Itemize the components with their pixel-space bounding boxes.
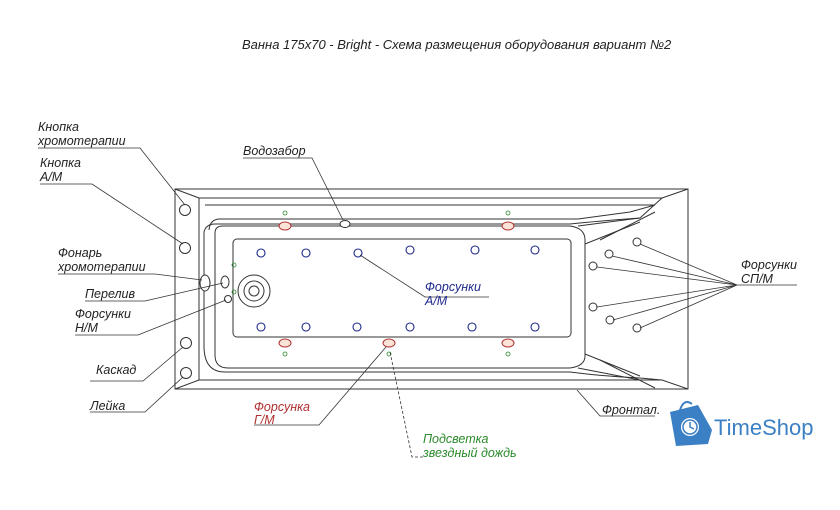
sp-jet (588, 302, 598, 312)
led-dot (282, 210, 288, 216)
label-shower: Лейка (89, 399, 125, 413)
led-dot (505, 210, 511, 216)
water-intake (339, 220, 351, 228)
sp-jet (588, 261, 598, 271)
am-jet (301, 248, 311, 258)
led-dot (505, 351, 511, 357)
chromotherapy-button (179, 204, 191, 216)
led-dot (386, 351, 392, 357)
shopping-bag-clock-icon (670, 401, 712, 446)
label-water-intake: Водозабор (243, 144, 306, 158)
gm-jet (278, 221, 292, 231)
label-am-jets: А/М (424, 294, 448, 308)
am-jets (256, 245, 540, 332)
label-chromo-button: Кнопка (38, 120, 79, 134)
am-jet (352, 322, 362, 332)
label-starlight: звездный дождь (422, 446, 517, 460)
sp-jet (604, 249, 614, 259)
brand-logo: TimeShop (670, 401, 813, 446)
nm-jet (224, 295, 232, 303)
label-am-button: А/М (39, 170, 63, 184)
led-dot (231, 289, 237, 295)
gm-jet (501, 338, 515, 348)
sp-jet (632, 323, 642, 333)
am-jet (467, 322, 477, 332)
am-jet (530, 322, 540, 332)
am-jet (256, 322, 266, 332)
am-jet (470, 245, 480, 255)
sp-jets (588, 237, 642, 333)
gm-jet (382, 338, 396, 348)
shower-head (180, 367, 192, 379)
sp-jet (605, 315, 615, 325)
label-cascade: Каскад (96, 363, 136, 377)
led-dot (231, 262, 237, 268)
label-am-button: Кнопка (40, 156, 81, 170)
gm-jet (501, 221, 515, 231)
brand-name: TimeShop (714, 415, 813, 440)
label-gm-jet: Форсунка (254, 400, 310, 414)
label-am-jets: Форсунки (425, 280, 481, 294)
am-jet (301, 322, 311, 332)
am-button (179, 242, 191, 254)
label-sp-jets: СП/М (741, 272, 774, 286)
led-dot (282, 351, 288, 357)
head-side-controls (179, 204, 237, 379)
chromotherapy-lamp (199, 274, 211, 292)
diagram-title: Ванна 175x70 - Bright - Схема размещения… (242, 37, 672, 52)
label-chromo-lamp: Фонарь (58, 246, 102, 260)
label-chromo-button: хромотерапии (37, 134, 126, 148)
am-jet (405, 245, 415, 255)
cascade (180, 337, 192, 349)
label-front: Фронтал. (602, 403, 660, 417)
label-nm-jets: Форсунки (75, 307, 131, 321)
am-jet (256, 248, 266, 258)
label-overflow: Перелив (85, 287, 135, 301)
label-starlight: Подсветка (423, 432, 489, 446)
label-sp-jets: Форсунки (741, 258, 797, 272)
gm-jet (278, 338, 292, 348)
overflow (220, 275, 230, 289)
label-gm-jet: Г/М (254, 413, 275, 427)
gm-jets (278, 210, 515, 357)
label-nm-jets: Н/М (75, 321, 99, 335)
bathtub-outline (174, 188, 689, 390)
sp-jet (632, 237, 642, 247)
am-jet (405, 322, 415, 332)
am-jet (530, 245, 540, 255)
label-chromo-lamp: хромотерапии (57, 260, 146, 274)
leader-lines (38, 147, 797, 458)
